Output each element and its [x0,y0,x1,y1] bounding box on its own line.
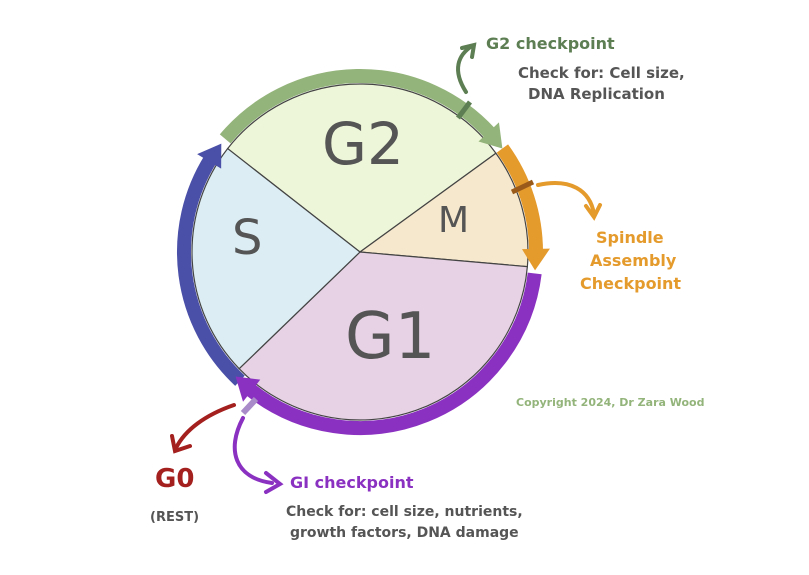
arc-g2 [219,69,496,144]
phase-label-s: S [232,210,263,266]
spindle-checkpoint-line3: Checkpoint [580,274,682,293]
arrowhead-g2-icon [478,122,503,149]
sector-g1 [238,251,529,421]
g0-arrowhead-icon [170,434,192,454]
arrowhead-g1-icon [235,376,261,402]
sector-g2 [226,83,497,253]
arc-m [496,144,543,253]
spindle-checkpoint-marker [510,179,535,195]
g1-checkpoint-line2: growth factors, DNA damage [290,525,519,541]
spindle-checkpoint-arrow [536,181,596,216]
arrowhead-s-icon [197,143,222,169]
g2-checkpoint-line1: Check for: Cell size, [518,64,685,82]
g2-checkpoint-title: G2 checkpoint [486,34,615,53]
g2-checkpoint-marker [456,100,472,120]
spindle-checkpoint-line1: Spindle [596,228,664,247]
g1-checkpoint-line1: Check for: cell size, nutrients, [286,504,523,520]
g0-arrow [174,403,236,450]
phase-label-g1: G1 [345,300,436,374]
g2-checkpoint-line2: DNA Replication [528,85,665,103]
phase-label-g2: G2 [322,110,404,178]
g2-checkpoint-arrow [456,44,474,94]
spindle-arrowhead-icon [584,203,602,221]
arc-s [177,155,245,386]
g1-checkpoint-marker [240,396,259,416]
g1-arrowhead-icon [264,471,284,494]
sector-s [191,147,361,370]
g0-label: G0 [155,464,195,494]
g0-rest-label: (REST) [150,510,200,525]
spindle-checkpoint-line2: Assembly [590,251,677,270]
arrowhead-m-icon [521,248,550,271]
phase-label-m: M [438,200,470,241]
copyright: Copyright 2024, Dr Zara Wood [516,396,705,409]
g1-checkpoint-arrow [232,416,274,485]
sector-m [358,152,529,268]
g1-checkpoint-title: GI checkpoint [290,473,414,492]
arc-g1 [244,272,542,435]
g2-arrowhead-icon [460,42,477,59]
